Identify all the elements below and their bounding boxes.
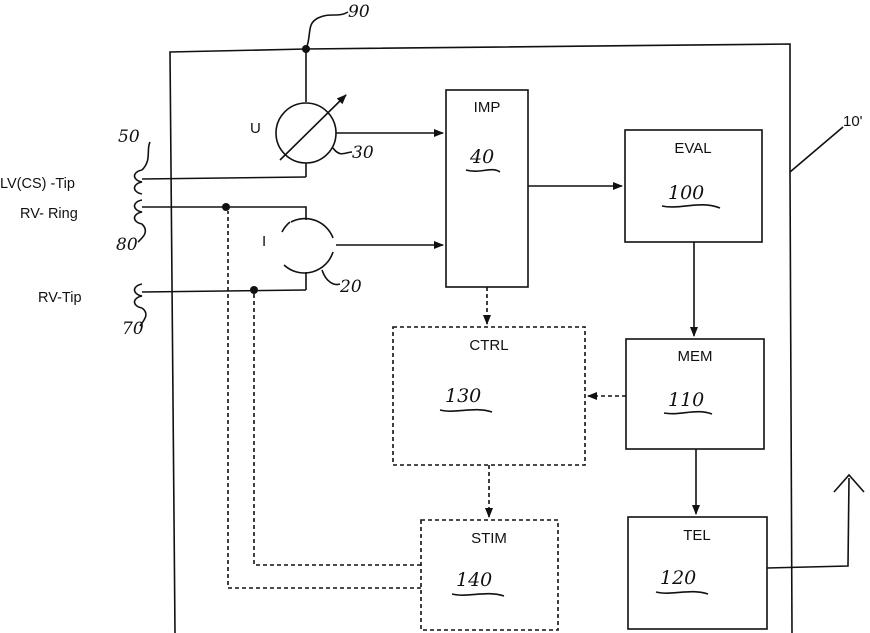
- voltage-sensor-ref: 30: [352, 143, 374, 163]
- current-sensor-circle: [282, 219, 333, 273]
- telemetry-antenna-wire: [767, 478, 849, 568]
- current-sensor-ref: 20: [339, 277, 362, 297]
- imp-label: IMP: [474, 99, 501, 116]
- mem-ref-underline: [664, 412, 712, 414]
- rv-tip-connector-icon: [135, 284, 143, 308]
- top-node-ref: 90: [348, 2, 370, 22]
- stim-ref-underline: [452, 594, 504, 596]
- rv-ring-label: RV- Ring: [20, 206, 78, 222]
- imp-ref-underline: [466, 170, 500, 172]
- stim-ref: 140: [456, 569, 492, 591]
- lv-tip-connector-icon: [135, 170, 143, 194]
- stim-label: STIM: [471, 530, 507, 547]
- stim-to-rv-tip-path: [254, 294, 421, 565]
- rv-tip-wire: [142, 290, 306, 292]
- current-sensor-label: I: [262, 233, 266, 250]
- device-ref-leader: [790, 127, 843, 172]
- rv-tip-ref: 70: [122, 319, 144, 339]
- top-node-ref-leader: [306, 12, 348, 49]
- lv-tip-wire: [142, 177, 306, 179]
- rv-ring-connector-icon: [135, 200, 143, 224]
- lv-tip-ref: 50: [118, 127, 140, 147]
- eval-ref: 100: [668, 182, 704, 204]
- eval-ref-underline: [662, 205, 720, 208]
- mem-ref: 110: [668, 389, 704, 411]
- imp-block: [446, 90, 528, 287]
- rv-ring-ref-leader: [138, 224, 145, 242]
- voltage-sensor-ref-leader: [333, 148, 352, 154]
- tel-ref: 120: [660, 567, 696, 589]
- tel-label: TEL: [683, 527, 711, 544]
- rv-ring-node-dot: [222, 203, 230, 211]
- device-housing-right-edge: [790, 172, 792, 633]
- mem-label: MEM: [678, 348, 713, 365]
- lv-tip-label: LV(CS) -Tip: [0, 176, 75, 192]
- rv-tip-node-dot: [250, 286, 258, 294]
- imp-ref: 40: [469, 146, 494, 168]
- device-ref-label: 10': [843, 113, 863, 130]
- rv-ring-ref: 80: [116, 235, 138, 255]
- current-sensor-ref-leader: [322, 270, 340, 284]
- voltage-sensor-label: U: [250, 120, 261, 137]
- ctrl-label: CTRL: [469, 337, 508, 354]
- stim-to-rv-ring-path: [228, 211, 421, 588]
- ctrl-ref: 130: [445, 385, 481, 407]
- tel-ref-underline: [656, 592, 708, 594]
- rv-tip-label: RV-Tip: [38, 290, 82, 306]
- lv-tip-ref-leader: [142, 142, 150, 170]
- ctrl-ref-underline: [440, 410, 492, 412]
- eval-label: EVAL: [674, 140, 711, 157]
